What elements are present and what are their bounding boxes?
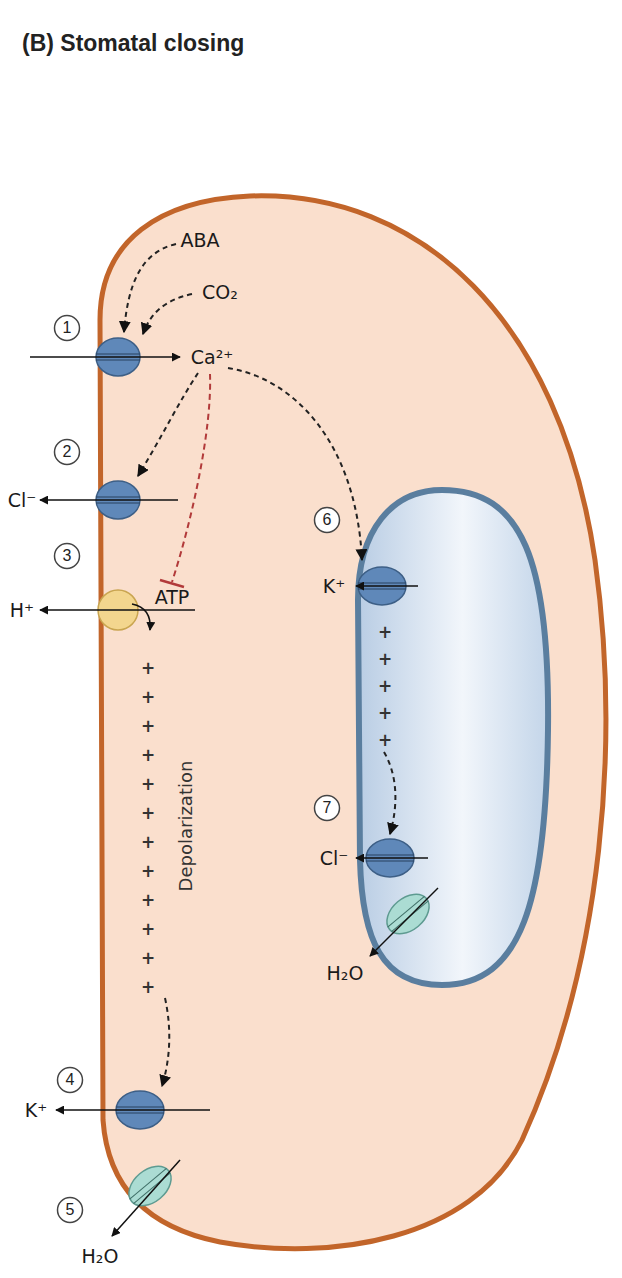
ion-label: Ca²⁺ <box>191 348 234 367</box>
charge-sign: + <box>141 718 155 735</box>
charge-sign: + <box>141 776 155 793</box>
charge-sign: + <box>378 705 392 722</box>
inhibition-bar <box>160 580 184 587</box>
charge-sign: + <box>141 689 155 706</box>
aquaporin <box>121 1158 178 1213</box>
water-flux-arrow <box>112 1160 180 1236</box>
vacuole <box>358 490 548 985</box>
charge-sign: + <box>141 979 155 996</box>
signal-label: ABA <box>180 231 219 250</box>
signal-arrow <box>143 294 192 334</box>
vacuolar-aquaporin <box>388 896 425 927</box>
figure-title: (B) Stomatal closing <box>22 30 244 57</box>
signal-arrow <box>162 998 169 1086</box>
aquaporin <box>130 1168 167 1199</box>
charge-sign: + <box>141 892 155 909</box>
potassium-channel <box>116 1107 164 1108</box>
calcium-channel <box>96 354 140 355</box>
charge-sign: + <box>141 805 155 822</box>
ion-label: K⁺ <box>323 577 346 596</box>
vacuolar-potassium-channel <box>358 583 406 584</box>
callout-number: 6 <box>313 506 341 534</box>
signal-label: CO₂ <box>202 283 238 302</box>
ion-flux-arrow <box>356 585 418 587</box>
charge-sign: + <box>141 921 155 938</box>
callout-number: 2 <box>53 438 81 466</box>
inhibition-line <box>172 374 210 582</box>
ion-flux-arrow <box>40 609 195 611</box>
callout-circle: 2 <box>53 438 81 466</box>
water-flux-arrow <box>370 888 438 956</box>
charge-sign: + <box>378 678 392 695</box>
charge-sign: + <box>378 732 392 749</box>
calcium-channel <box>96 360 140 361</box>
atp-hydrolysis-arrow <box>132 604 150 630</box>
energy-label: ATP <box>155 588 190 607</box>
charge-sign: + <box>378 651 392 668</box>
ion-flux-arrow <box>40 499 178 501</box>
ion-flux-arrow <box>30 356 180 358</box>
callout-circle: 7 <box>313 794 341 822</box>
signal-arrow <box>228 368 362 560</box>
vacuolar-anion-channel <box>366 855 414 856</box>
callout-circle: 4 <box>56 1066 84 1094</box>
ion-label: Cl⁻ <box>320 849 349 868</box>
charge-sign: + <box>141 950 155 967</box>
charge-sign: + <box>141 660 155 677</box>
callout-number: 5 <box>56 1196 84 1224</box>
charge-sign: + <box>141 747 155 764</box>
ion-label: H₂O <box>327 964 364 983</box>
anion-channel <box>96 497 140 498</box>
callout-number: 3 <box>53 542 81 570</box>
callout-number: 1 <box>53 314 81 342</box>
callout-number: 4 <box>56 1066 84 1094</box>
callout-circle: 3 <box>53 542 81 570</box>
vacuolar-potassium-channel <box>358 589 406 590</box>
charge-sign: + <box>141 863 155 880</box>
vacuolar-anion-channel <box>366 861 414 862</box>
charge-sign: + <box>141 834 155 851</box>
anion-channel <box>96 503 140 504</box>
callout-number: 7 <box>313 794 341 822</box>
ion-label: H⁺ <box>10 601 34 620</box>
callout-circle: 5 <box>56 1196 84 1224</box>
vacuolar-aquaporin <box>379 886 436 941</box>
ion-flux-arrow <box>56 1109 210 1111</box>
ion-label: Cl⁻ <box>8 491 37 510</box>
callout-circle: 1 <box>53 314 81 342</box>
ion-flux-arrow <box>356 857 428 859</box>
potassium-channel <box>116 1113 164 1114</box>
vacuolar-aquaporin <box>379 886 436 941</box>
signal-arrow <box>138 373 198 476</box>
aquaporin <box>121 1158 178 1213</box>
process-label: Depolarization <box>177 761 195 892</box>
guard-cell-wall <box>100 196 606 1249</box>
callout-circle: 6 <box>313 506 341 534</box>
signal-arrow <box>384 752 395 834</box>
ion-label: H₂O <box>82 1247 119 1266</box>
ion-label: K⁺ <box>25 1101 48 1120</box>
charge-sign: + <box>378 624 392 641</box>
